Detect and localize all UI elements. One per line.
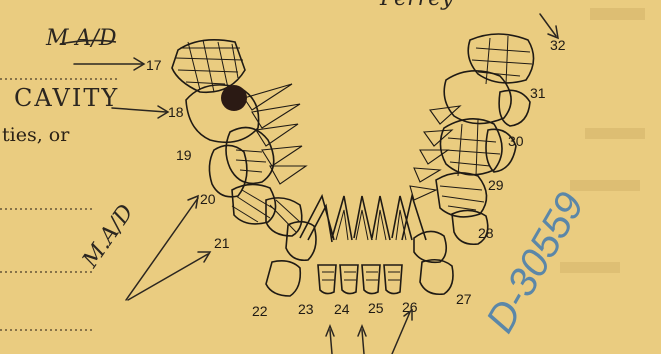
annotation-cavity: CAVITY: [14, 84, 119, 112]
tooth-19-label: 19: [176, 147, 192, 163]
tooth-22-label: 22: [252, 303, 268, 319]
tooth-32-label: 32: [550, 37, 566, 53]
tooth-17-label: 17: [146, 57, 162, 73]
tooth-21-label: 21: [214, 235, 230, 251]
annotation-ma-top: M A/D: [46, 26, 116, 51]
cavity-mark: [221, 85, 247, 111]
tooth-18-label: 18: [168, 104, 184, 120]
tooth-25-label: 25: [368, 300, 384, 316]
tooth-28-label: 28: [478, 225, 494, 241]
top-scribble: Ferrey: [380, 0, 454, 11]
tooth-30-label: 30: [508, 133, 524, 149]
tooth-24-label: 24: [334, 301, 350, 317]
tooth-23-label: 23: [298, 301, 314, 317]
tooth-20-label: 20: [200, 191, 216, 207]
tooth-29-label: 29: [488, 177, 504, 193]
tooth-27-label: 27: [456, 291, 472, 307]
form-partial-text: ties, or: [2, 124, 69, 146]
tooth-31-label: 31: [530, 85, 546, 101]
